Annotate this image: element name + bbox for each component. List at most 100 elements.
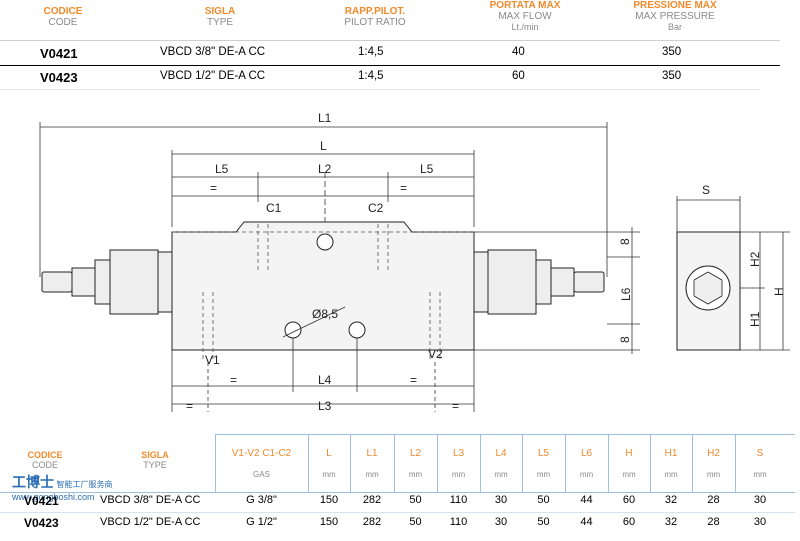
- label-equal: =: [410, 373, 417, 387]
- row-code: V0421: [40, 46, 78, 61]
- row-type: VBCD 1/2" DE-A CC: [100, 516, 201, 528]
- label-l2: L2: [318, 162, 332, 176]
- row-value: 44: [580, 516, 593, 528]
- row-code: V0423: [40, 70, 78, 85]
- label-h: H: [772, 287, 786, 296]
- column-unit: mm: [322, 470, 336, 479]
- row-type: VBCD 3/8" DE-A CC: [160, 46, 266, 58]
- column-header: H: [625, 448, 633, 459]
- row-flow: 40: [512, 46, 525, 58]
- right-cartridge: [473, 249, 605, 315]
- column-header: H1: [664, 448, 678, 459]
- column-header: L: [326, 448, 332, 459]
- label-l: L: [320, 139, 327, 153]
- table-row: V0421 VBCD 3/8" DE-A CC 1:4,5 40 350: [0, 42, 780, 64]
- column-divider: [437, 434, 438, 492]
- row-value: 28: [707, 494, 720, 506]
- row-value: 32: [664, 516, 678, 528]
- column-unit: mm: [753, 470, 767, 479]
- mounting-hole: [316, 233, 334, 251]
- row-value: 50: [409, 516, 422, 528]
- column-unit: mm: [365, 470, 379, 479]
- row-value: 50: [409, 494, 422, 506]
- header-code: CODICE CODE: [27, 450, 63, 470]
- column-divider: [215, 434, 216, 492]
- row-flow: 60: [512, 70, 525, 82]
- label-dim-8: 8: [618, 336, 632, 343]
- column-header: V1-V2 C1-C2: [231, 448, 292, 459]
- row-value: 110: [449, 516, 468, 528]
- label-l5: L5: [420, 162, 434, 176]
- label-l3: L3: [318, 399, 332, 413]
- label-equal: =: [230, 373, 237, 387]
- row-pressure: 350: [662, 70, 682, 82]
- row-value: 282: [362, 516, 382, 528]
- header-type: SIGLA TYPE: [141, 450, 169, 470]
- label-l6: L6: [619, 287, 633, 301]
- row-ratio: 1:4,5: [358, 46, 384, 58]
- header-code: CODICE CODE: [43, 6, 83, 28]
- column-header: H2: [707, 448, 720, 459]
- row-value: G 3/8": [246, 494, 277, 506]
- row-value: 50: [537, 516, 550, 528]
- row-code: V0423: [24, 516, 59, 530]
- column-divider: [308, 434, 309, 492]
- row-value: 60: [622, 516, 636, 528]
- label-v1: V1: [205, 353, 220, 367]
- row-value: 150: [319, 494, 339, 506]
- column-unit: mm: [451, 470, 466, 479]
- column-divider: [350, 434, 351, 492]
- left-cartridge: [41, 249, 173, 315]
- row-value: 60: [622, 494, 636, 506]
- row-value: 44: [580, 494, 593, 506]
- header-max-pressure: PRESSIONE MAX MAX PRESSURE Bar: [633, 0, 717, 32]
- column-unit: mm: [622, 470, 636, 479]
- label-diameter: Ø8,5: [312, 307, 338, 321]
- row-type: VBCD 3/8" DE-A CC: [100, 494, 201, 506]
- row-value: 282: [362, 494, 382, 506]
- table-row: V0423 VBCD 1/2" DE-A CC 1:4,5 60 350: [0, 66, 780, 88]
- mounting-hole: [348, 321, 366, 339]
- column-divider: [394, 434, 395, 492]
- row-ratio: 1:4,5: [358, 70, 384, 82]
- column-divider: [480, 434, 481, 492]
- column-divider: [692, 434, 693, 492]
- column-unit: mm: [664, 470, 678, 479]
- label-l1: L1: [318, 111, 332, 125]
- row-code: V0421: [24, 494, 59, 508]
- label-equal: =: [186, 399, 193, 413]
- label-l5: L5: [215, 162, 229, 176]
- column-unit: mm: [408, 470, 423, 479]
- header-type: SIGLA TYPE: [204, 6, 236, 28]
- label-dim-8: 8: [618, 238, 632, 245]
- column-divider: [522, 434, 523, 492]
- row-value: 110: [449, 494, 468, 506]
- label-equal: =: [210, 181, 217, 195]
- row-type: VBCD 1/2" DE-A CC: [160, 70, 266, 82]
- column-header: L6: [580, 448, 593, 459]
- label-v2: V2: [428, 347, 443, 361]
- row-pressure: 350: [662, 46, 682, 58]
- column-header: L5: [537, 448, 550, 459]
- column-unit: mm: [706, 470, 721, 479]
- row-value: 30: [494, 494, 508, 506]
- label-equal: =: [400, 181, 407, 195]
- row-divider: [0, 65, 780, 66]
- mounting-hole: [284, 321, 302, 339]
- column-unit: mm: [536, 470, 551, 479]
- column-divider: [735, 434, 736, 492]
- column-unit: mm: [494, 470, 508, 479]
- row-value: 30: [753, 494, 767, 506]
- label-c2: C2: [368, 201, 384, 215]
- column-divider: [650, 434, 651, 492]
- row-value: 30: [494, 516, 508, 528]
- label-l4: L4: [318, 373, 332, 387]
- label-c1: C1: [266, 201, 282, 215]
- row-value: 30: [753, 516, 767, 528]
- header-pilot-ratio: RAPP.PILOT. PILOT RATIO: [344, 6, 406, 28]
- label-s: S: [702, 183, 710, 197]
- row-value: 28: [707, 516, 720, 528]
- column-header: L1: [366, 448, 378, 459]
- column-unit: mm: [579, 470, 594, 479]
- row-divider: [0, 40, 780, 41]
